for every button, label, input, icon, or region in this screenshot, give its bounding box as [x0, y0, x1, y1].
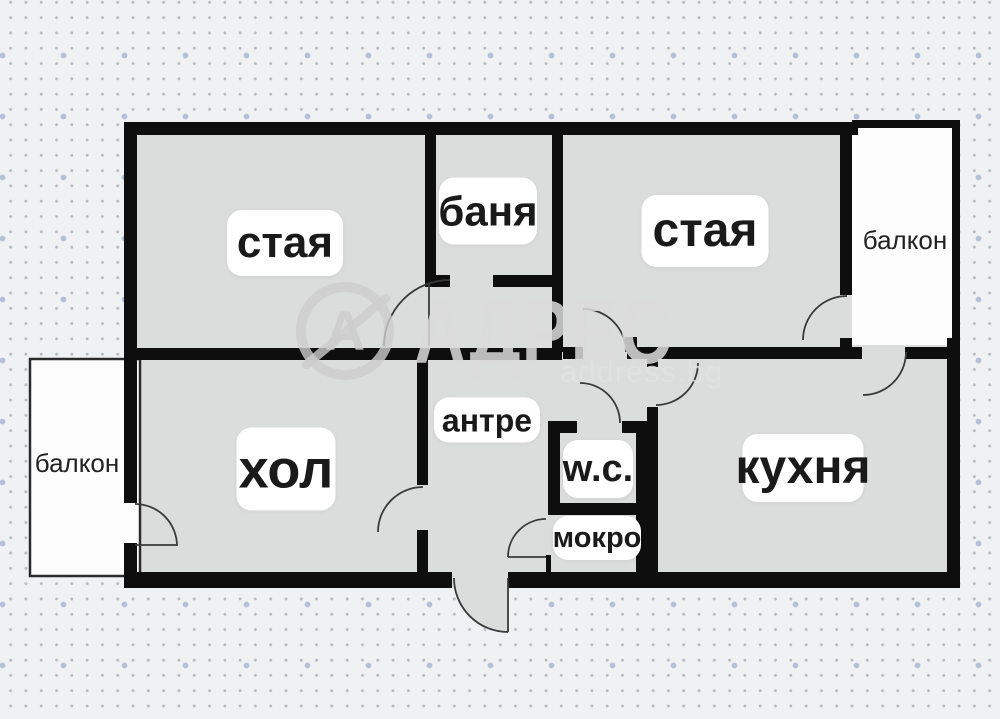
wall-kitchen-left-stub — [647, 358, 658, 367]
wall-wc-top-left — [548, 421, 577, 433]
room-label-kitchen: кухня — [736, 434, 871, 502]
wall-balcony-right-side — [952, 120, 960, 345]
door-arc-room2-balcony — [802, 295, 848, 341]
balcony-right-floor — [852, 128, 952, 345]
door-arc-entrance — [453, 577, 509, 633]
wall-wc-top-right — [622, 421, 647, 433]
room-label-hallway: антре — [434, 397, 540, 443]
wall-bath-bottom-right — [493, 275, 562, 287]
wall-room2-door-jamb — [625, 337, 637, 348]
wall-kitchen-left — [647, 407, 658, 572]
wall-bath-room2 — [552, 135, 563, 352]
wall-room2-balcony-lower — [840, 338, 852, 348]
wall-mid-horizontal-right-a — [563, 347, 583, 359]
walls — [124, 120, 960, 588]
wall-exterior-right-kitchen — [947, 338, 960, 588]
door-arc-room2 — [582, 308, 627, 353]
wall-living-hall-lower — [417, 530, 428, 572]
door-arc-wc — [579, 382, 621, 424]
wall-exterior-top — [124, 122, 858, 135]
room-label-top-right: стая — [641, 195, 769, 267]
room-label-bathroom: баня — [438, 177, 538, 245]
wall-mid-horizontal-left — [124, 348, 562, 360]
room-label-wetroom: мокро — [553, 516, 641, 560]
room-label-wc: w.c. — [563, 440, 633, 498]
door-arc-wetroom — [507, 518, 547, 558]
wall-exterior-bottom-right — [508, 572, 960, 588]
wall-exterior-bottom-left — [124, 572, 452, 588]
room-label-living: хол — [236, 427, 336, 511]
wall-wetroom-left-thin — [546, 555, 551, 572]
balcony-left-floor — [28, 357, 142, 578]
entrance-door-swing-area — [454, 578, 508, 632]
wall-room2-balcony-upper — [840, 135, 852, 295]
wall-living-hall-upper — [417, 360, 428, 485]
wall-exterior-left-upper — [124, 122, 137, 503]
wall-room1-bath — [425, 135, 436, 282]
wall-wc-left — [548, 433, 560, 503]
room-label-top-left: стая — [227, 210, 343, 276]
door-arc-living-hall — [377, 486, 424, 533]
wall-balcony-right-top — [852, 120, 960, 128]
room-label-balcony-right: балкон — [862, 225, 948, 255]
wall-mid-horizontal-right-c — [905, 347, 958, 359]
room-label-balcony-left: балкон — [34, 448, 120, 478]
wall-wc-bottom — [548, 503, 647, 515]
door-arc-kitchen-balcony — [862, 351, 907, 396]
door-arc-kitchen — [655, 362, 699, 406]
wall-mid-horizontal-right-b — [627, 347, 862, 359]
wall-wc-right — [636, 433, 647, 572]
door-arc-living-balcony — [134, 503, 178, 547]
doors — [134, 279, 907, 633]
